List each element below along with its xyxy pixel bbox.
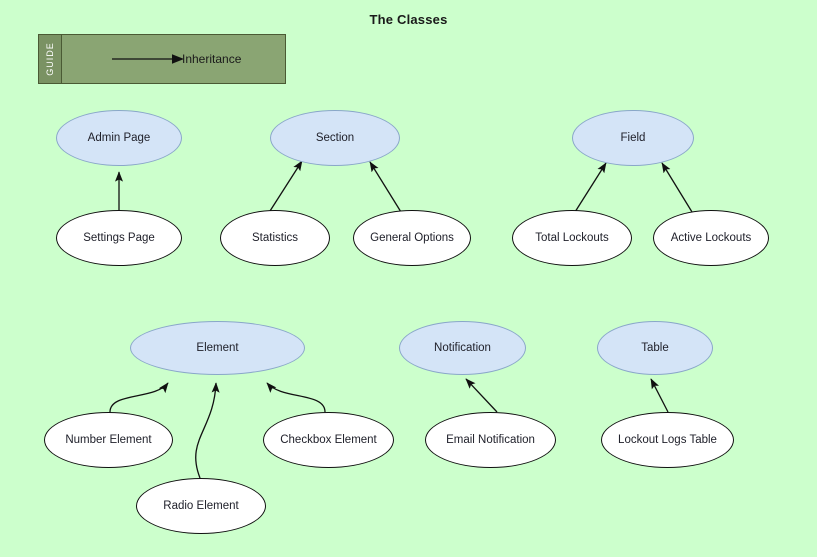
class-node-checkbox-element[interactable]: Checkbox Element bbox=[263, 412, 394, 468]
edge-lockout-logs-table-to-table bbox=[650, 378, 669, 413]
class-node-statistics[interactable]: Statistics bbox=[220, 210, 330, 266]
legend-body: Inheritance bbox=[62, 35, 285, 83]
class-node-field[interactable]: Field bbox=[572, 110, 694, 166]
class-node-label: Notification bbox=[434, 341, 491, 354]
class-node-section[interactable]: Section bbox=[270, 110, 400, 166]
edge-active-lockouts-to-field bbox=[661, 162, 693, 213]
class-node-label: Field bbox=[620, 131, 646, 144]
legend-relation-label: Inheritance bbox=[182, 52, 242, 66]
class-node-label: Element bbox=[196, 341, 239, 354]
class-node-label: Radio Element bbox=[163, 499, 239, 512]
class-node-label: Table bbox=[641, 341, 669, 354]
class-node-label: Email Notification bbox=[446, 433, 535, 446]
page-title: The Classes bbox=[369, 12, 448, 27]
legend-tab: GUIDE bbox=[39, 35, 62, 83]
class-node-radio-element[interactable]: Radio Element bbox=[136, 478, 266, 534]
edge-statistics-to-section bbox=[269, 160, 303, 212]
class-node-label: Number Element bbox=[65, 433, 152, 446]
legend-guide-box: GUIDE Inheritance bbox=[38, 34, 286, 84]
edge-radio-element-to-element bbox=[195, 382, 220, 479]
edge-email-notification-to-notification bbox=[465, 378, 498, 413]
edge-number-element-to-element bbox=[109, 382, 169, 413]
class-node-element[interactable]: Element bbox=[130, 321, 305, 375]
class-node-label: Settings Page bbox=[83, 231, 155, 244]
class-node-number-element[interactable]: Number Element bbox=[44, 412, 173, 468]
class-node-label: General Options bbox=[370, 231, 454, 244]
class-node-label: Statistics bbox=[251, 231, 298, 244]
class-node-settings-page[interactable]: Settings Page bbox=[56, 210, 182, 266]
class-node-label: Section bbox=[315, 131, 355, 144]
arrow-right-icon bbox=[112, 54, 184, 64]
edge-checkbox-element-to-element bbox=[266, 382, 326, 413]
class-node-label: Admin Page bbox=[87, 131, 151, 144]
edge-general-options-to-section bbox=[369, 161, 402, 213]
class-node-notification[interactable]: Notification bbox=[399, 321, 526, 375]
class-node-general-options[interactable]: General Options bbox=[353, 210, 471, 266]
class-node-active-lockouts[interactable]: Active Lockouts bbox=[653, 210, 769, 266]
class-node-label: Total Lockouts bbox=[535, 231, 609, 244]
edge-total-lockouts-to-field bbox=[574, 162, 607, 213]
class-node-label: Lockout Logs Table bbox=[618, 433, 717, 446]
class-node-table[interactable]: Table bbox=[597, 321, 713, 375]
class-node-total-lockouts[interactable]: Total Lockouts bbox=[512, 210, 632, 266]
class-node-label: Checkbox Element bbox=[280, 433, 377, 446]
class-node-lockout-logs-table[interactable]: Lockout Logs Table bbox=[601, 412, 734, 468]
class-node-label: Active Lockouts bbox=[670, 231, 752, 244]
class-node-admin-page[interactable]: Admin Page bbox=[56, 110, 182, 166]
class-node-email-notification[interactable]: Email Notification bbox=[425, 412, 556, 468]
